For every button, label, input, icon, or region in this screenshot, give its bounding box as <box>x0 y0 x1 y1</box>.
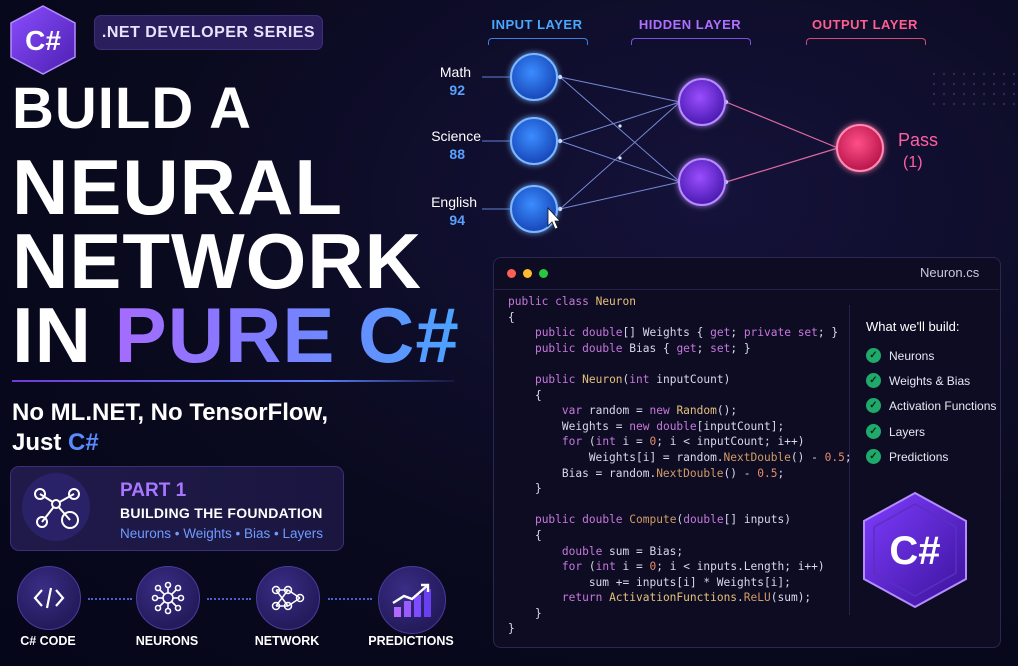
neural-network-diagram <box>482 53 884 233</box>
feature-label: Neurons <box>889 348 935 363</box>
what-we-build-title: What we'll build: <box>866 319 960 334</box>
feature-label: Predictions <box>889 449 949 464</box>
check-icon: ✓ <box>866 449 881 464</box>
flow-step-neurons <box>136 566 200 630</box>
flow-step-code <box>17 566 81 630</box>
feature-label: Weights & Bias <box>889 373 971 388</box>
headline-prefix: IN <box>12 291 115 379</box>
code-panel-divider <box>849 305 850 615</box>
hidden-layer-title: HIDDEN LAYER <box>638 17 742 32</box>
input-layer-title: INPUT LAYER <box>491 17 583 32</box>
subhead-prefix: Just <box>12 429 69 456</box>
feature-item-activation: ✓ Activation Functions <box>866 398 996 413</box>
flow-arrow-3 <box>328 598 372 600</box>
code-icon <box>33 587 65 609</box>
output-label: Pass <box>898 130 939 150</box>
decorative-dot-grid <box>932 72 1016 106</box>
input-value-math: 92 <box>449 82 465 98</box>
series-badge: .NET DEVELOPER SERIES <box>94 15 323 50</box>
output-value: (1) <box>903 154 923 171</box>
flow-step-predictions <box>378 566 446 634</box>
input-name-english: English <box>431 194 477 210</box>
network-graph-icon <box>22 473 90 541</box>
feature-item-weights-bias: ✓ Weights & Bias <box>866 373 970 388</box>
code-block: public class Neuron { public double[] We… <box>508 295 852 636</box>
part-label: PART 1 <box>120 480 187 501</box>
headline-line-3: NETWORK <box>12 217 422 305</box>
headline-line-1: BUILD A <box>12 76 253 141</box>
check-icon: ✓ <box>866 373 881 388</box>
headline-line-2: NEURAL <box>12 143 343 231</box>
badge-text: C# <box>889 529 940 573</box>
subhead-line-2: Just C# <box>12 428 328 458</box>
flow-arrow-1 <box>88 598 132 600</box>
headline-accent: PURE C# <box>114 291 460 379</box>
check-icon: ✓ <box>866 398 881 413</box>
csharp-badge-icon: C# <box>863 491 967 609</box>
window-close-button[interactable] <box>507 269 516 278</box>
feature-label: Layers <box>889 424 926 439</box>
flow-label-predictions: PREDICTIONS <box>368 634 454 648</box>
feature-item-neurons: ✓ Neurons <box>866 348 934 363</box>
output-layer-title: OUTPUT LAYER <box>812 17 918 32</box>
flow-label-neurons: NEURONS <box>135 634 199 648</box>
subhead-line-1: No ML.NET, No TensorFlow, <box>12 399 328 426</box>
neuron-icon <box>151 581 185 615</box>
network-icon <box>271 585 305 611</box>
input-name-science: Science <box>431 128 481 144</box>
feature-label: Activation Functions <box>889 398 997 413</box>
input-value-science: 88 <box>449 146 465 162</box>
code-filename: Neuron.cs <box>920 265 980 280</box>
input-name-math: Math <box>439 64 471 80</box>
subhead-accent: C# <box>68 429 99 456</box>
csharp-logo-icon: C# <box>10 5 76 75</box>
input-value-english: 94 <box>449 212 465 228</box>
subheadline: No ML.NET, No TensorFlow, Just C# <box>12 398 328 458</box>
check-icon: ✓ <box>866 348 881 363</box>
bar-chart-icon <box>392 583 431 617</box>
input-layer-bracket <box>488 38 588 45</box>
hidden-layer-bracket <box>631 38 751 45</box>
code-window-titlebar <box>493 257 999 290</box>
feature-item-predictions: ✓ Predictions <box>866 449 948 464</box>
window-minimize-button[interactable] <box>523 269 532 278</box>
flow-label-code: C# CODE <box>20 634 76 648</box>
flow-step-network <box>256 566 320 630</box>
logo-text: C# <box>25 25 61 56</box>
window-maximize-button[interactable] <box>539 269 548 278</box>
feature-item-layers: ✓ Layers <box>866 424 925 439</box>
headline-divider <box>12 380 454 382</box>
output-layer-bracket <box>806 38 926 45</box>
part-title: BUILDING THE FOUNDATION <box>120 505 323 521</box>
part-topics: Neurons • Weights • Bias • Layers <box>120 526 324 541</box>
flow-label-network: NETWORK <box>254 634 320 648</box>
check-icon: ✓ <box>866 424 881 439</box>
headline-line-4: IN PURE C# <box>12 296 460 374</box>
flow-arrow-2 <box>207 598 251 600</box>
